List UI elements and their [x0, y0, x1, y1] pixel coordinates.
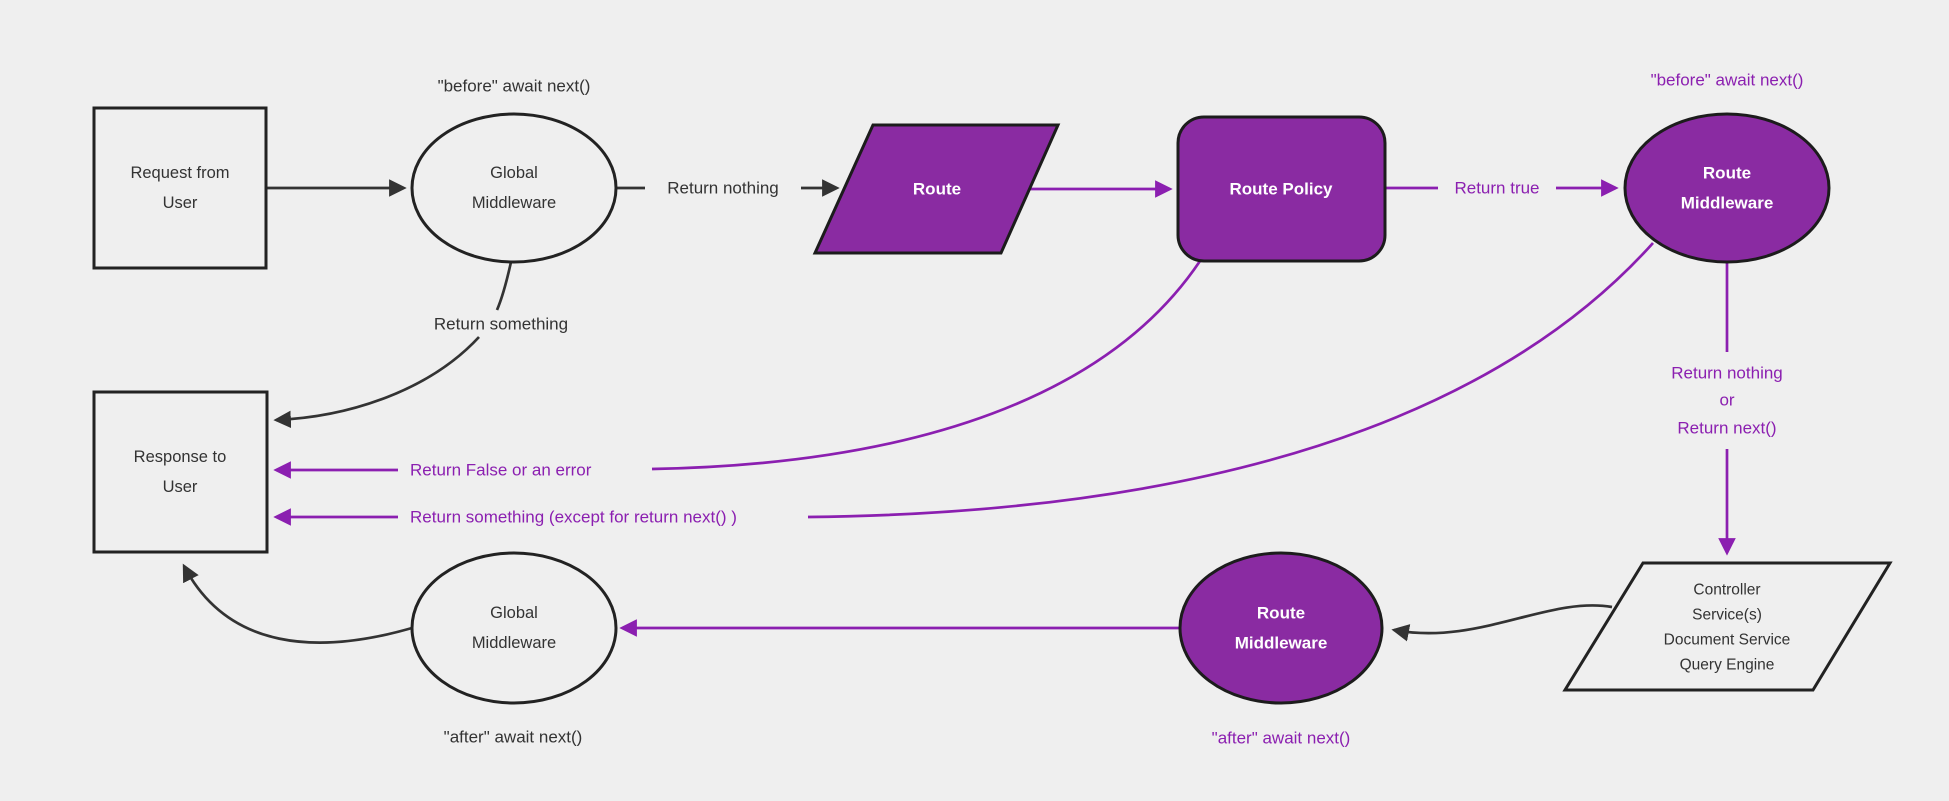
label-after-await-next-purple: "after" await next() — [1212, 729, 1351, 748]
node-route-middleware-top: Route Middleware — [1623, 112, 1831, 264]
node-route: Route — [812, 123, 1061, 255]
edge-controller-to-route-mw-bottom — [1391, 604, 1613, 642]
edges — [182, 179, 1736, 644]
label-return-nothing-or-line1: Return nothing — [1671, 364, 1783, 383]
label-return-nothing-or-line2: or — [1719, 391, 1734, 410]
label-after-await-next-black: "after" await next() — [444, 728, 583, 747]
label-return-something-except: Return something (except for return next… — [410, 508, 737, 527]
node-global-middleware-bottom: Global Middleware — [410, 551, 618, 705]
label-return-something: Return something — [434, 315, 568, 334]
label-return-nothing-or-line3: Return next() — [1677, 419, 1776, 438]
controller-parallelogram — [1562, 561, 1893, 692]
controller-label-line4: Query Engine — [1680, 657, 1775, 674]
global-middleware-top-label-line1: Global — [490, 164, 538, 182]
edge-labels: "before" await next() Return nothing Ret… — [410, 71, 1803, 748]
route-middleware-bottom-label-line1: Route — [1257, 604, 1305, 623]
label-before-await-next-black: "before" await next() — [438, 77, 591, 96]
route-middleware-bottom-label-line2: Middleware — [1235, 634, 1328, 653]
route-policy-label: Route Policy — [1230, 180, 1334, 199]
response-user-box — [92, 390, 269, 554]
global-middleware-bottom-label-line2: Middleware — [472, 634, 556, 652]
controller-label-line1: Controller — [1693, 582, 1760, 599]
label-return-false-or-error: Return False or an error — [410, 461, 592, 480]
route-middleware-bottom-ellipse — [1178, 551, 1384, 705]
route-label: Route — [913, 180, 961, 199]
label-before-await-next-purple: "before" await next() — [1651, 71, 1804, 90]
edge-return-something-except-seg1 — [807, 242, 1655, 519]
node-response-user: Response to User — [92, 390, 269, 554]
response-user-label-line2: User — [163, 478, 198, 496]
request-user-label-line2: User — [163, 194, 198, 212]
edge-return-something-seg2 — [273, 336, 480, 429]
label-return-nothing: Return nothing — [667, 179, 779, 198]
global-middleware-top-label-line2: Middleware — [472, 194, 556, 212]
request-user-label-line1: Request from — [130, 164, 229, 182]
response-user-label-line1: Response to — [134, 448, 227, 466]
edge-global-mw-bottom-to-response — [182, 563, 413, 644]
node-global-middleware-top: Global Middleware — [410, 112, 618, 264]
node-route-middleware-bottom: Route Middleware — [1178, 551, 1384, 705]
node-route-policy: Route Policy — [1176, 115, 1387, 263]
route-middleware-top-label-line2: Middleware — [1681, 194, 1774, 213]
controller-label-line2: Service(s) — [1692, 607, 1762, 624]
route-middleware-top-label-line1: Route — [1703, 164, 1751, 183]
route-middleware-top-ellipse — [1623, 112, 1831, 264]
route-parallelogram — [812, 123, 1061, 255]
node-controller-services: Controller Service(s) Document Service Q… — [1562, 561, 1893, 692]
global-middleware-bottom-label-line1: Global — [490, 604, 538, 622]
edge-return-something-seg1 — [495, 261, 513, 311]
route-policy-box — [1176, 115, 1387, 263]
global-middleware-top-ellipse — [410, 112, 618, 264]
label-return-true: Return true — [1454, 179, 1539, 198]
node-request-user: Request from User — [92, 106, 268, 270]
global-middleware-bottom-ellipse — [410, 551, 618, 705]
request-user-box — [92, 106, 268, 270]
controller-label-line3: Document Service — [1664, 632, 1791, 649]
edge-return-false-seg1 — [651, 260, 1202, 471]
